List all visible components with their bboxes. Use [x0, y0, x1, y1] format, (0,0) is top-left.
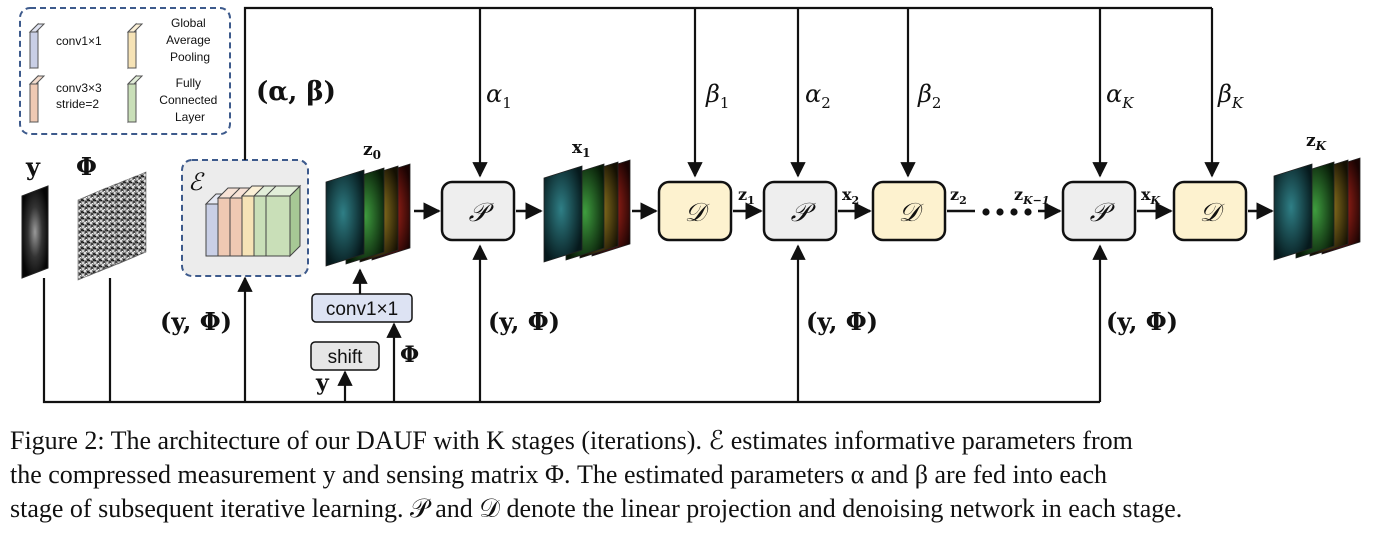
input-phi-label: Φ	[76, 152, 97, 181]
z2-label: z2	[950, 185, 967, 207]
init-phi-label: Φ	[400, 342, 419, 368]
encoder-layer-pooling	[240, 185, 268, 257]
legend-label-conv3x3: conv3×3 stride=2	[56, 81, 105, 111]
init-conv-block: conv1×1	[311, 293, 413, 323]
encoder-block: ℰ	[181, 159, 309, 277]
ellipsis-dots	[982, 208, 1032, 216]
x2-label: x2	[842, 185, 859, 207]
denoise-block-2: 𝒟	[871, 180, 947, 242]
encoder-layer-conv3x3-1	[216, 187, 244, 257]
zK-cube-image	[1273, 157, 1361, 261]
caption-line-2: the compressed measurement y and sensing…	[10, 460, 1108, 489]
encoder-layer-fc-1	[252, 185, 280, 257]
legend-conv3x3-icon	[28, 74, 46, 124]
zK-label: zK	[1306, 131, 1327, 153]
init-shift-block: shift	[310, 341, 380, 371]
beta2-label: β2	[917, 80, 941, 112]
x1-label: x1	[572, 138, 591, 160]
xK-label: xK	[1141, 185, 1161, 207]
z1-label: z1	[738, 185, 755, 207]
x1-cube-image	[543, 159, 631, 263]
denoise-block-1: 𝒟	[657, 180, 733, 242]
encoder-layers	[204, 184, 302, 258]
architecture-diagram: conv1×1 conv3×3 stride=2 Global Average …	[19, 6, 1361, 404]
legend-box: conv1×1 conv3×3 stride=2 Global Average …	[19, 7, 231, 135]
legend-label-fc: Fully Connected Layer	[159, 76, 220, 124]
init-shift-label: shift	[328, 347, 364, 368]
init-arrows	[337, 268, 402, 402]
alpha1-label: α1	[486, 80, 512, 112]
init-y-label: y	[315, 370, 330, 396]
measurement-label-1: (y, Φ)	[488, 307, 560, 336]
denoise-block-k: 𝒟	[1172, 180, 1248, 242]
betaK-label: βK	[1217, 80, 1244, 112]
legend-conv1x1-icon	[28, 22, 46, 70]
input-y-label: y	[25, 152, 41, 181]
measurement-bus	[42, 244, 1108, 404]
encoder-layer-fc-2	[264, 184, 302, 258]
caption-line-3: stage of subsequent iterative learning. …	[10, 494, 1183, 523]
projection-block-2: 𝒫	[762, 180, 838, 242]
encoder-output-label: (α, β)	[256, 77, 336, 107]
beta1-label: β1	[705, 80, 729, 112]
zK-1-label: zK−1	[1014, 185, 1050, 207]
legend-pooling-icon	[126, 22, 144, 70]
caption-line-1: Figure 2: The architecture of our DAUF w…	[10, 426, 1133, 455]
encoder-symbol: ℰ	[188, 168, 205, 196]
measurement-label-2: (y, Φ)	[806, 307, 878, 336]
legend-fc-icon	[126, 74, 144, 124]
init-conv-label: conv1×1	[326, 299, 398, 320]
parameter-bus	[243, 6, 1220, 178]
figure-caption: Figure 2: The architecture of our DAUF w…	[10, 424, 1386, 526]
legend-label-conv1x1: conv1×1	[56, 34, 102, 48]
z0-cube-image	[325, 163, 411, 267]
sensing-matrix-stack	[77, 171, 147, 281]
encoder-input-label: (y, Φ)	[160, 307, 232, 336]
projection-block-k: 𝒫	[1061, 180, 1137, 242]
z0-label: z0	[363, 140, 381, 162]
measurement-y-image	[21, 185, 49, 279]
alpha2-label: α2	[805, 80, 831, 112]
alphaK-label: αK	[1106, 80, 1134, 112]
legend-label-pooling: Global Average Pooling	[166, 16, 214, 64]
measurement-label-k: (y, Φ)	[1106, 307, 1178, 336]
projection-block-1: 𝒫	[440, 180, 516, 242]
